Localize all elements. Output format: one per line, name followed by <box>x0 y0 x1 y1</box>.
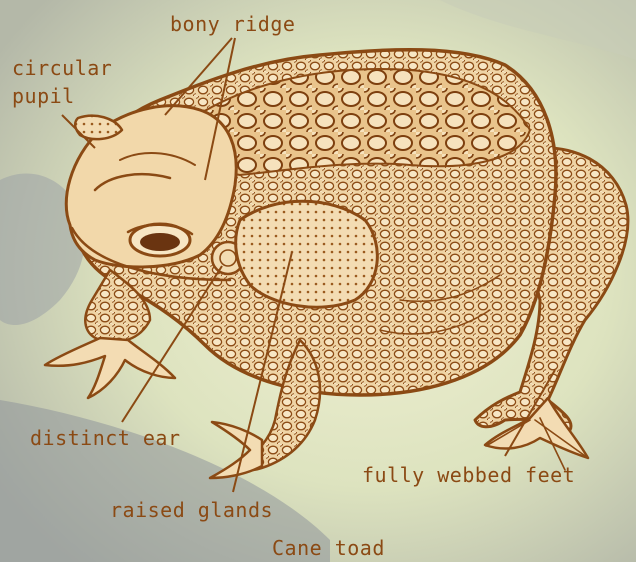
label-fully-webbed-feet: fully webbed feet <box>362 465 575 485</box>
parotoid-gland <box>236 201 378 307</box>
label-circular-pupil-line1: circular <box>12 58 112 78</box>
label-raised-glands: raised glands <box>110 500 273 520</box>
caption-cane-toad: Cane toad <box>272 538 385 558</box>
label-distinct-ear: distinct ear <box>30 428 181 448</box>
label-circular-pupil-line2: pupil <box>12 86 75 106</box>
label-bony-ridge: bony ridge <box>170 14 295 34</box>
pupil <box>140 233 180 251</box>
